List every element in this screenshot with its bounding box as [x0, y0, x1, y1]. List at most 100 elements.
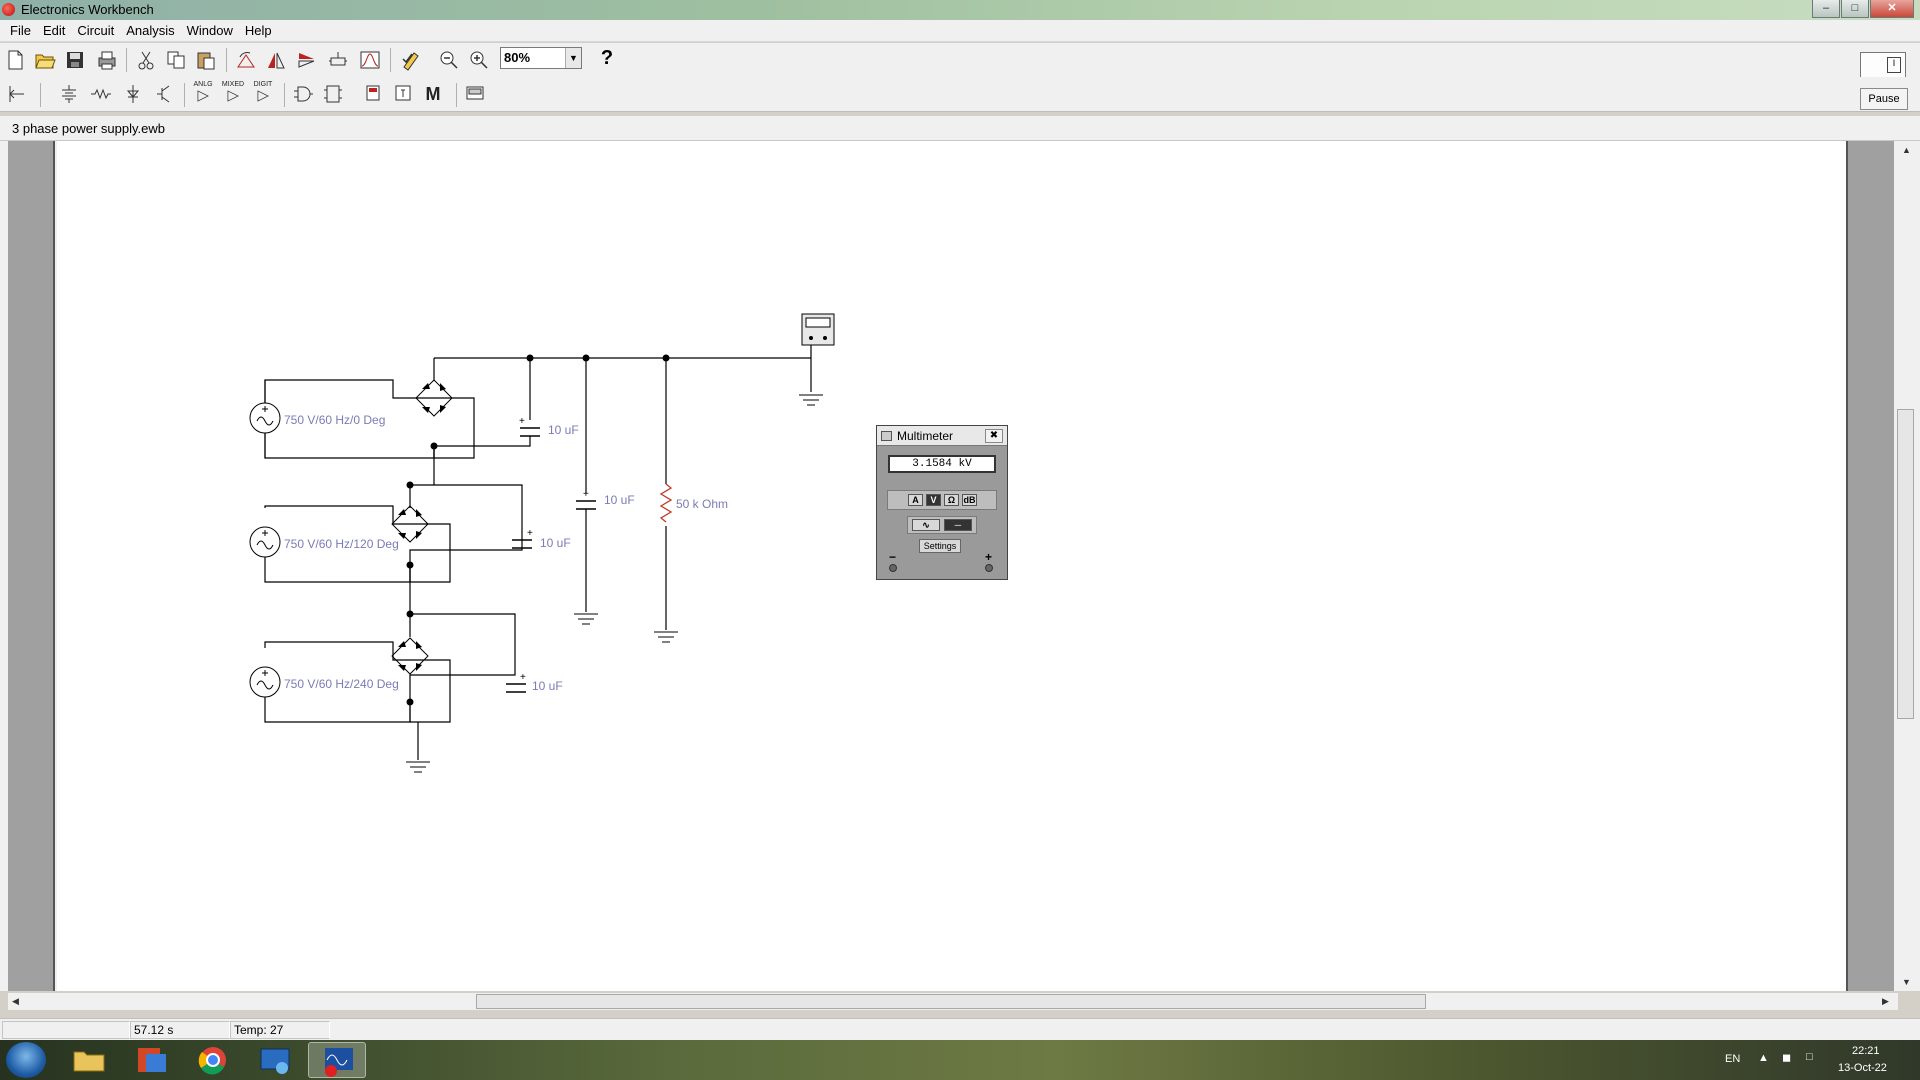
zoom-out-icon[interactable] — [436, 47, 462, 73]
component-properties-icon[interactable] — [398, 47, 424, 73]
horizontal-scroll-thumb[interactable] — [476, 994, 1426, 1009]
copy-icon[interactable] — [163, 47, 189, 73]
show-hidden-icons-icon[interactable]: ▲ — [1758, 1052, 1769, 1064]
save-icon[interactable] — [62, 47, 88, 73]
indicators-bin-icon[interactable] — [360, 81, 386, 107]
ammeter-mode-button[interactable]: A — [908, 494, 923, 506]
signal-mode-panel: ∿ ─ — [907, 516, 977, 534]
menu-circuit[interactable]: Circuit — [77, 23, 115, 38]
flip-horizontal-icon[interactable] — [263, 47, 289, 73]
help-button[interactable]: ? — [600, 47, 614, 69]
zoom-select[interactable]: 80%▼ — [500, 47, 582, 69]
multimeter-window[interactable]: Multimeter ✖ 3.1584 kV A V Ω dB ∿ ─ Sett… — [876, 425, 1008, 580]
electronics-workbench-taskbar-icon[interactable] — [308, 1042, 366, 1078]
vertical-scrollbar[interactable]: ▲ ▼ — [1896, 141, 1916, 991]
menu-window[interactable]: Window — [186, 23, 233, 38]
controls-bin-icon[interactable] — [390, 81, 416, 107]
positive-terminal-label: + — [985, 550, 993, 564]
clock-date[interactable]: 13-Oct-22 — [1838, 1062, 1887, 1074]
window-title: Electronics Workbench — [21, 2, 154, 17]
minimize-button[interactable]: – — [1812, 0, 1840, 18]
resistor-label: 50 k Ohm — [676, 497, 728, 511]
print-icon[interactable] — [94, 47, 120, 73]
digital-ics-bin[interactable]: DIGIT — [250, 79, 276, 105]
status-bar: 57.12 s Temp: 27 — [0, 1018, 1920, 1040]
settings-button[interactable]: Settings — [919, 539, 961, 553]
title-bar: Electronics Workbench – □ ✕ — [0, 0, 1920, 20]
action-center-icon[interactable]: □ — [1806, 1051, 1813, 1063]
document-title: 3 phase power supply.ewb — [0, 116, 1920, 141]
parts-bin-toolbar: ANLG MIXED DIGIT M — [0, 77, 1920, 112]
paste-icon[interactable] — [193, 47, 219, 73]
graph-icon[interactable] — [357, 47, 383, 73]
office-taskbar-icon[interactable] — [122, 1042, 180, 1078]
mixed-ics-bin[interactable]: MIXED — [220, 79, 246, 105]
negative-terminal-label: − — [889, 550, 897, 564]
power-switch-knob-icon: I — [1887, 57, 1901, 73]
dc-mode-button[interactable]: ─ — [944, 519, 972, 531]
diodes-bin-icon[interactable] — [120, 81, 146, 107]
menu-help[interactable]: Help — [244, 23, 272, 38]
start-button-icon[interactable] — [6, 1042, 46, 1078]
scroll-up-icon[interactable]: ▲ — [1902, 145, 1911, 155]
horizontal-scrollbar[interactable]: ◀ ▶ — [8, 993, 1898, 1010]
taskbar: EN ▲ ◼ □ 22:21 13-Oct-22 — [0, 1040, 1920, 1080]
left-margin — [8, 141, 55, 991]
analog-ics-bin[interactable]: ANLG — [190, 79, 216, 105]
menu-edit[interactable]: Edit — [42, 23, 66, 38]
mixed-ics-label: MIXED — [221, 80, 245, 88]
ohmmeter-mode-button[interactable]: Ω — [944, 494, 959, 506]
svg-text:+: + — [519, 416, 525, 427]
analog-ics-label: ANLG — [193, 80, 213, 88]
multimeter-title: Multimeter — [897, 429, 954, 443]
right-margin — [1846, 141, 1894, 991]
sources-bin-icon[interactable] — [56, 81, 82, 107]
voltmeter-mode-button[interactable]: V — [926, 494, 941, 506]
zoom-in-icon[interactable] — [466, 47, 492, 73]
open-folder-icon[interactable] — [32, 47, 58, 73]
vertical-scroll-thumb[interactable] — [1897, 409, 1914, 719]
menu-file[interactable]: File — [10, 23, 31, 38]
volume-icon[interactable]: ◼ — [1782, 1052, 1792, 1064]
new-file-icon[interactable] — [2, 47, 28, 73]
logic-gates-bin-icon[interactable] — [290, 81, 316, 107]
favorites-bin-icon[interactable] — [4, 81, 30, 107]
scroll-down-icon[interactable]: ▼ — [1902, 977, 1911, 987]
pause-button[interactable]: Pause — [1860, 88, 1908, 110]
svg-text:+: + — [583, 489, 589, 500]
network-app-taskbar-icon[interactable] — [246, 1042, 304, 1078]
scroll-left-icon[interactable]: ◀ — [12, 996, 19, 1006]
miscellaneous-bin[interactable]: M — [425, 83, 441, 104]
transistors-bin-icon[interactable] — [150, 81, 176, 107]
menu-bar: File Edit Circuit Analysis Window Help — [0, 20, 1920, 42]
maximize-button[interactable]: □ — [1841, 0, 1869, 18]
svg-text:+: + — [520, 672, 526, 683]
basic-bin-icon[interactable] — [88, 81, 114, 107]
instruments-bin-icon[interactable] — [462, 81, 488, 107]
file-explorer-taskbar-icon[interactable] — [60, 1042, 118, 1078]
capacitor-3-label: 10 uF — [540, 536, 571, 550]
multimeter-symbol-icon — [801, 313, 835, 346]
rotate-icon[interactable] — [233, 47, 259, 73]
decibel-mode-button[interactable]: dB — [962, 494, 977, 506]
dropdown-arrow-icon[interactable]: ▼ — [565, 48, 581, 68]
clock-time[interactable]: 22:21 — [1852, 1045, 1880, 1057]
source-1-label: 750 V/60 Hz/0 Deg — [284, 413, 385, 427]
positive-terminal-jack-icon[interactable] — [985, 564, 993, 572]
flip-vertical-icon[interactable] — [293, 47, 319, 73]
capacitor-2-label: 10 uF — [604, 493, 635, 507]
measurement-mode-panel: A V Ω dB — [887, 490, 997, 510]
cut-icon[interactable] — [133, 47, 159, 73]
language-indicator[interactable]: EN — [1725, 1053, 1741, 1065]
window-controls: – □ ✕ — [1811, 0, 1914, 18]
close-button[interactable]: ✕ — [1870, 0, 1914, 18]
chrome-taskbar-icon[interactable] — [184, 1042, 242, 1078]
scroll-right-icon[interactable]: ▶ — [1882, 996, 1889, 1006]
menu-analysis[interactable]: Analysis — [126, 23, 175, 38]
ac-mode-button[interactable]: ∿ — [912, 519, 940, 531]
digital-bin-icon[interactable] — [320, 81, 346, 107]
multimeter-title-bar[interactable]: Multimeter ✖ — [877, 426, 1007, 446]
negative-terminal-jack-icon[interactable] — [889, 564, 897, 572]
subcircuit-icon[interactable] — [325, 47, 351, 73]
multimeter-close-icon[interactable]: ✖ — [985, 429, 1003, 443]
